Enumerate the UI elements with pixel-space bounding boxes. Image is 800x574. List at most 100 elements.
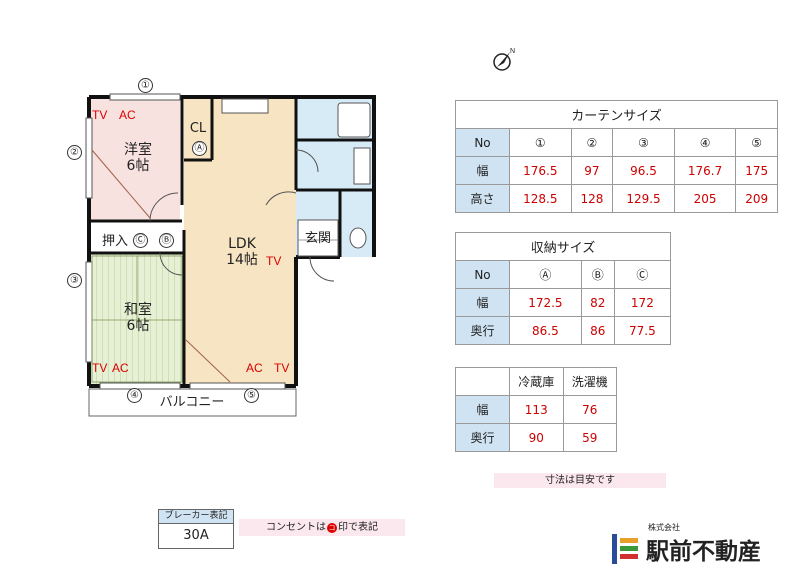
storage-col-a: Ⓐ bbox=[509, 260, 582, 289]
table-row: 奥行 90 59 bbox=[455, 423, 617, 452]
appliance-size-table: 冷蔵庫 洗濯機 幅 113 76 奥行 90 59 bbox=[455, 367, 617, 452]
curtain-size-table: カーテンサイズ No ① ② ③ ④ ⑤ 幅 176.5 97 96.5 176… bbox=[455, 100, 778, 213]
storage-a-marker: Ⓐ bbox=[192, 141, 207, 156]
western-room-label: 洋室 6帖 bbox=[108, 142, 168, 174]
table-row: 奥行 86.5 86 77.5 bbox=[455, 316, 672, 345]
kitchen-sink bbox=[221, 98, 269, 114]
company-name: 駅前不動産 bbox=[646, 538, 761, 565]
curtain-col-no: No bbox=[455, 128, 510, 157]
appliance-col-fridge: 冷蔵庫 bbox=[509, 367, 564, 396]
tatami-lines bbox=[91, 255, 183, 383]
company-logo-mark bbox=[612, 534, 638, 564]
closet-label: CL bbox=[189, 121, 207, 136]
curtain-col-1: ① bbox=[509, 128, 572, 157]
dimension-note: 寸法は目安です bbox=[494, 473, 666, 488]
ac-marker-japanese: AC bbox=[112, 361, 129, 375]
appliance-col-washer: 洗濯機 bbox=[562, 367, 617, 396]
curtain-table-title: カーテンサイズ bbox=[455, 100, 778, 129]
japanese-room-name: 和室 bbox=[124, 302, 152, 318]
entrance-label: 玄関 bbox=[304, 231, 331, 246]
curtain-cell: 97 bbox=[570, 156, 614, 185]
outlet-icon: コ bbox=[327, 522, 337, 533]
storage-col-no: No bbox=[455, 260, 510, 289]
storage-cell: 172.5 bbox=[509, 288, 582, 317]
table-row: 幅 172.5 82 172 bbox=[455, 288, 672, 317]
curtain-cell: 129.5 bbox=[612, 184, 675, 213]
floor-hatch bbox=[91, 149, 231, 383]
outlet-note-tail: 印で表記 bbox=[338, 522, 378, 533]
storage-c-marker: Ⓒ bbox=[133, 233, 148, 248]
curtain-row-label: 高さ bbox=[455, 184, 510, 213]
window-5-marker: ⑤ bbox=[244, 388, 259, 403]
svg-text:N: N bbox=[510, 48, 515, 55]
table-row: 幅 113 76 bbox=[455, 395, 617, 424]
curtain-cell: 176.7 bbox=[673, 156, 737, 185]
storage-row-label: 幅 bbox=[455, 288, 510, 317]
window-3-marker: ③ bbox=[67, 273, 82, 288]
japanese-room-size: 6帖 bbox=[126, 318, 150, 334]
appliance-row-label: 奥行 bbox=[455, 423, 510, 452]
windows bbox=[85, 93, 286, 390]
appliance-cell: 76 bbox=[562, 395, 617, 424]
ac-marker-ldk: AC bbox=[246, 361, 263, 375]
storage-cell: 86 bbox=[580, 316, 615, 345]
ldk-label: LDK 14帖 bbox=[212, 236, 272, 268]
storage-row-label: 奥行 bbox=[455, 316, 510, 345]
bathtub bbox=[337, 102, 371, 138]
curtain-cell: 176.5 bbox=[509, 156, 572, 185]
storage-cell: 86.5 bbox=[509, 316, 582, 345]
entrance-floor bbox=[297, 219, 339, 257]
outlet-note: コンセントは コ 印で表記 bbox=[239, 519, 405, 536]
storage-col-c: Ⓒ bbox=[613, 260, 672, 289]
ldk-size: 14帖 bbox=[226, 252, 258, 268]
tv-marker-western: TV bbox=[92, 108, 108, 122]
window-2-marker: ② bbox=[67, 145, 82, 160]
storage-b-marker: Ⓑ bbox=[159, 233, 174, 248]
storage-table-title: 収納サイズ bbox=[455, 232, 671, 261]
appliance-cell: 90 bbox=[509, 423, 564, 452]
ldk-name: LDK bbox=[228, 236, 256, 252]
curtain-cell: 209 bbox=[735, 184, 778, 213]
breaker-label: ブレーカー表記 bbox=[159, 510, 233, 524]
table-row: 高さ 128.5 128 129.5 205 209 bbox=[455, 184, 778, 213]
toilet bbox=[349, 227, 367, 249]
appliance-row-label: 幅 bbox=[455, 395, 510, 424]
appliance-cell: 113 bbox=[509, 395, 564, 424]
appliance-cell: 59 bbox=[562, 423, 617, 452]
western-room-name: 洋室 bbox=[124, 142, 152, 158]
table-row: 幅 176.5 97 96.5 176.7 175 bbox=[455, 156, 778, 185]
company-logo: 株式会社 駅前不動産 bbox=[610, 522, 761, 566]
storage-cell: 77.5 bbox=[613, 316, 672, 345]
curtain-col-5: ⑤ bbox=[735, 128, 778, 157]
curtain-col-2: ② bbox=[570, 128, 614, 157]
curtain-cell: 205 bbox=[673, 184, 737, 213]
balcony-label: バルコニー bbox=[159, 395, 225, 410]
balcony bbox=[88, 388, 297, 417]
tv-marker-ldk: TV bbox=[266, 254, 282, 268]
breaker-value: 30A bbox=[183, 528, 209, 543]
window-1-marker: ① bbox=[138, 78, 153, 93]
curtain-row-label: 幅 bbox=[455, 156, 510, 185]
compass-icon: N bbox=[493, 48, 515, 71]
tv-marker-japanese: TV bbox=[92, 361, 108, 375]
washbasin bbox=[353, 147, 371, 185]
storage-cell: 172 bbox=[613, 288, 672, 317]
curtain-col-4: ④ bbox=[673, 128, 737, 157]
storage-size-table: 収納サイズ No Ⓐ Ⓑ Ⓒ 幅 172.5 82 172 奥行 86.5 86… bbox=[455, 232, 672, 345]
tv-marker-ldk-south: TV bbox=[274, 361, 290, 375]
ac-marker-western: AC bbox=[119, 108, 136, 122]
oshiire-label: 押入 bbox=[101, 234, 128, 249]
interior-walls bbox=[89, 97, 374, 386]
company-prefix: 株式会社 bbox=[648, 523, 680, 532]
curtain-cell: 128.5 bbox=[509, 184, 572, 213]
curtain-cell: 96.5 bbox=[612, 156, 675, 185]
curtain-col-3: ③ bbox=[612, 128, 675, 157]
storage-cell: 82 bbox=[580, 288, 615, 317]
appliance-corner bbox=[455, 367, 510, 396]
curtain-cell: 128 bbox=[570, 184, 614, 213]
japanese-room-label: 和室 6帖 bbox=[108, 302, 168, 334]
storage-col-b: Ⓑ bbox=[580, 260, 615, 289]
outlet-note-text: コンセントは bbox=[266, 522, 326, 533]
western-room-size: 6帖 bbox=[126, 158, 150, 174]
